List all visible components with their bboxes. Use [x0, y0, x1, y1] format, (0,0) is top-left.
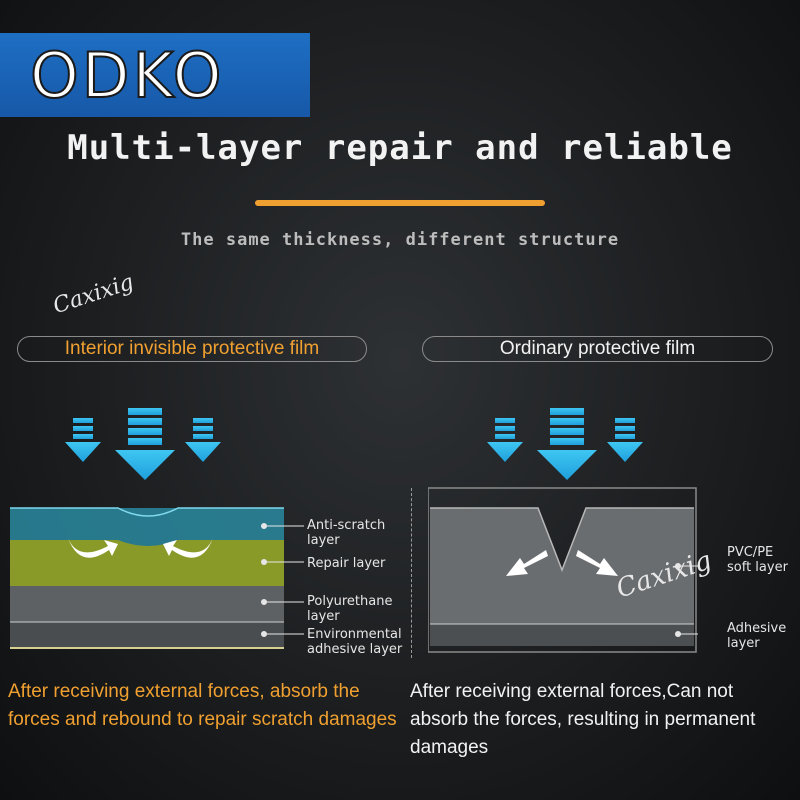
- repair-layer: [10, 540, 284, 586]
- layer-label-adhesive-right: Adhesive layer: [727, 621, 787, 651]
- arrow-down-icon: [65, 418, 101, 462]
- arrow-down-icon: [115, 408, 175, 480]
- arrow-down-icon: [487, 418, 523, 462]
- layer-label-repair: Repair layer: [307, 556, 386, 571]
- arrow-down-icon: [185, 418, 221, 462]
- watermark-left: Caxixig: [50, 270, 137, 319]
- rebound-arrow-icon: [68, 538, 118, 558]
- force-arrow-icon: [576, 550, 618, 576]
- layer-label-anti-scratch: Anti-scratch layer: [307, 518, 386, 548]
- multi-layer-film-diagram: [10, 507, 304, 649]
- right-description: After receiving external forces,Can not …: [410, 681, 756, 758]
- left-description: After receiving external forces, absorb …: [8, 681, 397, 730]
- layer-label-polyurethane: Polyurethane layer: [307, 594, 393, 624]
- panel-divider: [411, 488, 412, 658]
- logo-text: ODKO: [29, 38, 225, 113]
- soft-layer: [430, 508, 694, 624]
- polyurethane-layer: [10, 586, 284, 622]
- ordinary-film-diagram: [428, 487, 698, 653]
- rebound-arrow-icon: [163, 538, 213, 558]
- arrow-down-icon: [537, 408, 597, 480]
- adhesive-layer: [430, 624, 694, 646]
- right-panel-heading: Ordinary protective film: [422, 336, 773, 362]
- arrow-down-icon: [607, 418, 643, 462]
- brand-logo: ODKO: [0, 33, 310, 117]
- title-underline: [255, 200, 545, 206]
- adhesive-layer: [10, 622, 284, 648]
- page-title: Multi-layer repair and reliable: [67, 128, 733, 168]
- force-arrow-icon: [506, 550, 548, 576]
- layer-label-adhesive: Environmental adhesive layer: [307, 627, 403, 657]
- watermark-text: Caxixig: [50, 269, 137, 320]
- force-arrows-right: [487, 408, 643, 480]
- force-arrows-left: [65, 408, 221, 480]
- layer-label-soft: PVC/PE soft layer: [727, 545, 788, 575]
- left-panel-heading: Interior invisible protective film: [17, 336, 367, 362]
- page-subtitle: The same thickness, different structure: [180, 230, 620, 250]
